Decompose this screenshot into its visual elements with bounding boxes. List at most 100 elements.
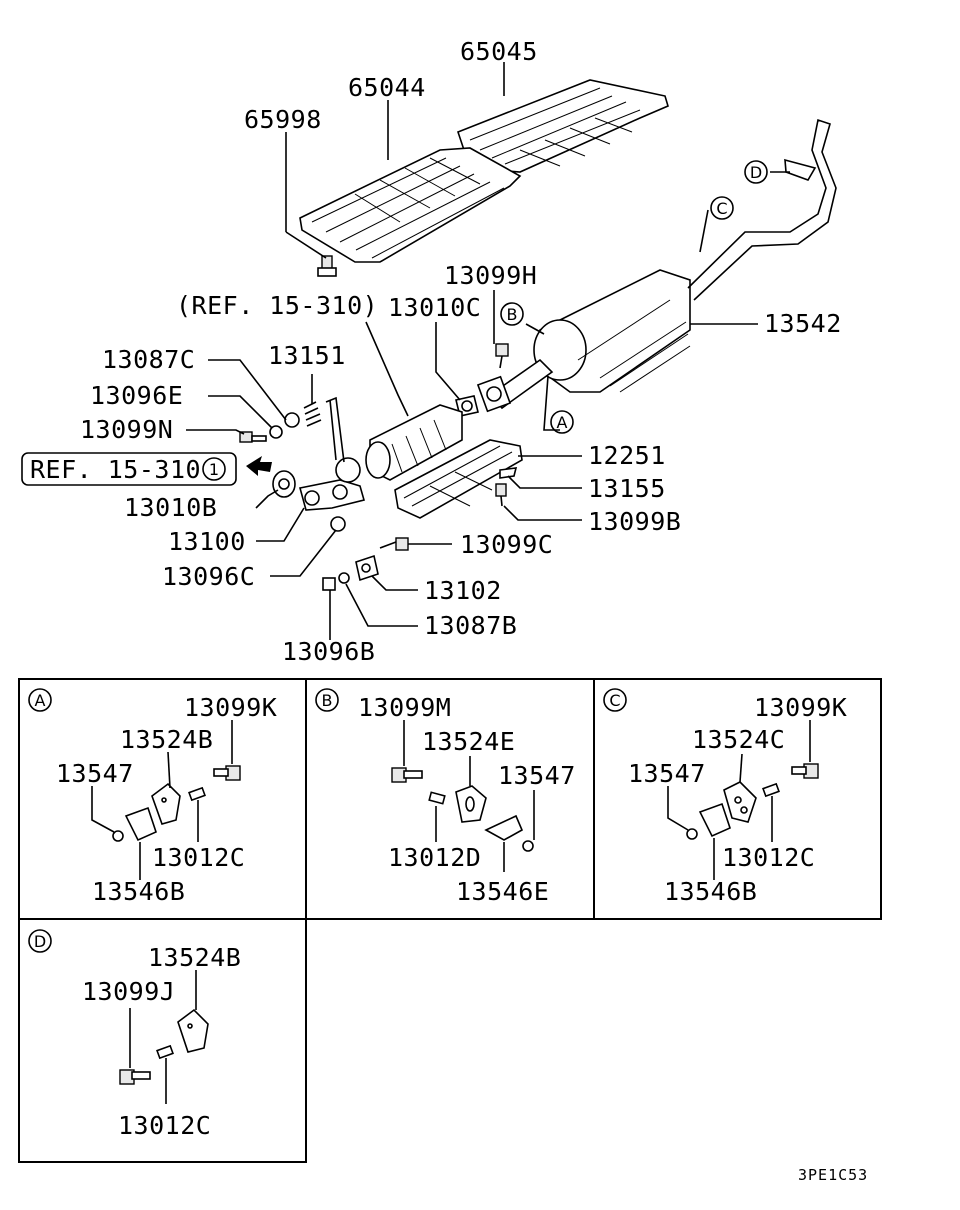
callout-B: B bbox=[500, 302, 524, 326]
label-65044: 65044 bbox=[348, 73, 426, 102]
label-65045: 65045 bbox=[460, 37, 538, 66]
panel-d: D 13524B 13099J 13012C bbox=[28, 929, 241, 1140]
spring-13151 bbox=[303, 401, 322, 427]
panel-b-label-13524E: 13524E bbox=[422, 727, 515, 756]
label-13099B: 13099B bbox=[588, 507, 681, 536]
callout-C-label: C bbox=[716, 199, 727, 218]
label-13102: 13102 bbox=[424, 576, 502, 605]
label-13096B: 13096B bbox=[282, 637, 375, 666]
flange-pipe bbox=[329, 399, 361, 483]
detail-panels-frame bbox=[18, 678, 882, 1163]
label-ref-15-310: (REF. 15-310) bbox=[176, 291, 378, 320]
panel-c-label-13547: 13547 bbox=[628, 759, 706, 788]
bracket-13155 bbox=[499, 467, 518, 479]
panel-b-bracket-13546E bbox=[484, 814, 524, 841]
panel-d-tag: D bbox=[34, 932, 46, 951]
panel-c-pin-13012C bbox=[762, 782, 780, 798]
panel-b-hanger-13524E bbox=[455, 785, 487, 823]
callout-A: A bbox=[550, 410, 574, 434]
panel-a-bracket-13546B bbox=[124, 806, 157, 842]
nut-13096C bbox=[330, 516, 346, 532]
ref-15-310-box: REF. 15-310 1 bbox=[21, 452, 237, 486]
bolt-13099B bbox=[495, 483, 507, 507]
panel-b-tag: B bbox=[322, 691, 333, 710]
muffler-13542 bbox=[533, 269, 691, 393]
heat-protector-12251 bbox=[394, 439, 523, 519]
panel-b-label-13546E: 13546E bbox=[456, 877, 549, 906]
callout-C: C bbox=[710, 196, 734, 220]
catalytic-converter bbox=[365, 404, 463, 481]
panel-b: B 13099M 13524E 13547 13012D 13546E bbox=[315, 688, 576, 906]
panel-b-label-13012D: 13012D bbox=[388, 843, 481, 872]
panel-a-label-13546B: 13546B bbox=[92, 877, 185, 906]
label-13099C: 13099C bbox=[460, 530, 553, 559]
heat-shield-65044 bbox=[299, 147, 522, 263]
panel-a-tag: A bbox=[35, 691, 46, 710]
arrow-ref bbox=[246, 456, 272, 476]
label-13087C: 13087C bbox=[102, 345, 195, 374]
label-13010C: 13010C bbox=[388, 293, 481, 322]
bolt-13096E bbox=[269, 425, 283, 439]
panel-c-tag: C bbox=[609, 691, 620, 710]
callout-D: D bbox=[744, 160, 768, 184]
bracket-13102 bbox=[355, 554, 379, 582]
panel-d-label-13524B: 13524B bbox=[148, 943, 241, 972]
front-pipe-13100 bbox=[299, 479, 365, 511]
front-pipe-short bbox=[476, 358, 554, 413]
label-13087B: 13087B bbox=[424, 611, 517, 640]
panel-a-washer-13547 bbox=[112, 830, 124, 842]
panel-c: C 13099K 13524C 13547 13012C 13546B bbox=[603, 688, 847, 906]
panel-b-washer-13547 bbox=[522, 840, 534, 852]
panel-d-label-13099J: 13099J bbox=[82, 977, 175, 1006]
gasket-13010B bbox=[272, 470, 296, 498]
tail-pipe bbox=[687, 118, 837, 301]
bolt-13099C bbox=[379, 537, 409, 551]
nut-13087B bbox=[338, 572, 350, 584]
panel-c-washer-13547 bbox=[686, 828, 698, 840]
callout-A-label: A bbox=[557, 413, 568, 432]
ref-number-1: 1 bbox=[209, 460, 219, 479]
bolt-13099N bbox=[239, 431, 267, 443]
label-13100: 13100 bbox=[168, 527, 246, 556]
panel-d-hanger-13524B bbox=[177, 1008, 209, 1053]
diagram-code: 3PE1C53 bbox=[798, 1166, 868, 1184]
panel-c-label-13099K: 13099K bbox=[754, 693, 847, 722]
panel-b-label-13099M: 13099M bbox=[358, 693, 451, 722]
label-13151: 13151 bbox=[268, 341, 346, 370]
panel-b-label-13547: 13547 bbox=[498, 761, 576, 790]
label-65998: 65998 bbox=[244, 105, 322, 134]
label-13099H: 13099H bbox=[444, 261, 537, 290]
panel-a-label-13524B: 13524B bbox=[120, 725, 213, 754]
panel-d-label-13012C: 13012C bbox=[118, 1111, 211, 1140]
panel-c-hanger-13524C bbox=[723, 781, 757, 823]
panel-a-label-13099K: 13099K bbox=[184, 693, 277, 722]
label-13542: 13542 bbox=[764, 309, 842, 338]
label-13099N: 13099N bbox=[80, 415, 173, 444]
panel-a-bolt-13099K bbox=[213, 765, 241, 781]
callout-D-label: D bbox=[750, 163, 762, 182]
panel-a-label-13547: 13547 bbox=[56, 759, 134, 788]
panel-a-pin-13012C bbox=[188, 786, 206, 802]
label-12251: 12251 bbox=[588, 441, 666, 470]
panel-c-bracket-13546B bbox=[698, 802, 731, 838]
panel-a-label-13012C: 13012C bbox=[152, 843, 245, 872]
nut-13087C bbox=[284, 412, 300, 428]
leader-lines bbox=[186, 62, 790, 640]
label-13096C: 13096C bbox=[162, 562, 255, 591]
panel-b-pin-13012D bbox=[428, 791, 446, 805]
panel-c-bolt-13099K bbox=[791, 763, 819, 779]
label-ref-15-310-1: REF. 15-310 bbox=[30, 455, 201, 484]
label-13096E: 13096E bbox=[90, 381, 183, 410]
callout-B-label: B bbox=[507, 305, 518, 324]
label-13010B: 13010B bbox=[124, 493, 217, 522]
panel-d-bolt-13099J bbox=[119, 1069, 151, 1085]
label-13155: 13155 bbox=[588, 474, 666, 503]
panel-c-label-13012C: 13012C bbox=[722, 843, 815, 872]
panel-b-bolt-13099M bbox=[391, 767, 423, 783]
bolt-65998 bbox=[317, 255, 337, 277]
panel-a-hanger-13524B bbox=[151, 782, 181, 825]
panel-c-label-13546B: 13546B bbox=[664, 877, 757, 906]
bolt-13099H bbox=[495, 343, 509, 369]
panel-a: A 13099K 13524B 13547 13012C 13546B bbox=[28, 688, 277, 906]
